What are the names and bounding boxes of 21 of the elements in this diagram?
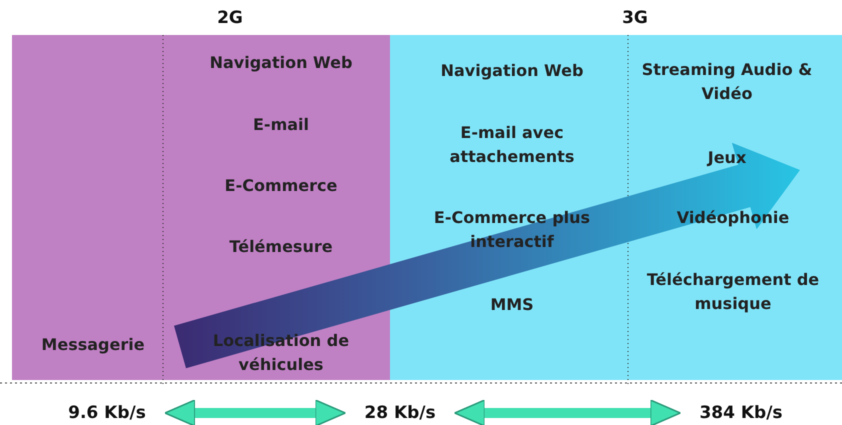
service-label: E-Commerce plus interactif [432,207,592,253]
service-label: E-mail avec attachements [448,122,576,168]
block-arrow [174,142,800,368]
service-label: Navigation Web [440,60,584,82]
service-label: E-mail [253,114,309,136]
data-rate-label: 28 Kb/s [338,403,462,423]
double-arrow [454,399,682,425]
service-label: Streaming Audio & Vidéo [640,59,814,105]
service-label: E-Commerce [224,175,338,197]
double-arrow [164,399,346,425]
service-label: Téléchargement de musique [646,269,820,315]
service-label: Jeux [708,147,746,169]
service-label: Télémesure [229,236,333,258]
data-rate-label: 384 Kb/s [673,403,809,423]
service-label: Navigation Web [210,52,352,74]
generation-heading: 2G [217,8,243,28]
generation-heading: 3G [622,8,648,28]
service-label: MMS [490,294,534,316]
data-rate-label: 9.6 Kb/s [42,403,172,423]
service-label: Messagerie [41,334,145,356]
service-label: Vidéophonie [676,207,790,229]
